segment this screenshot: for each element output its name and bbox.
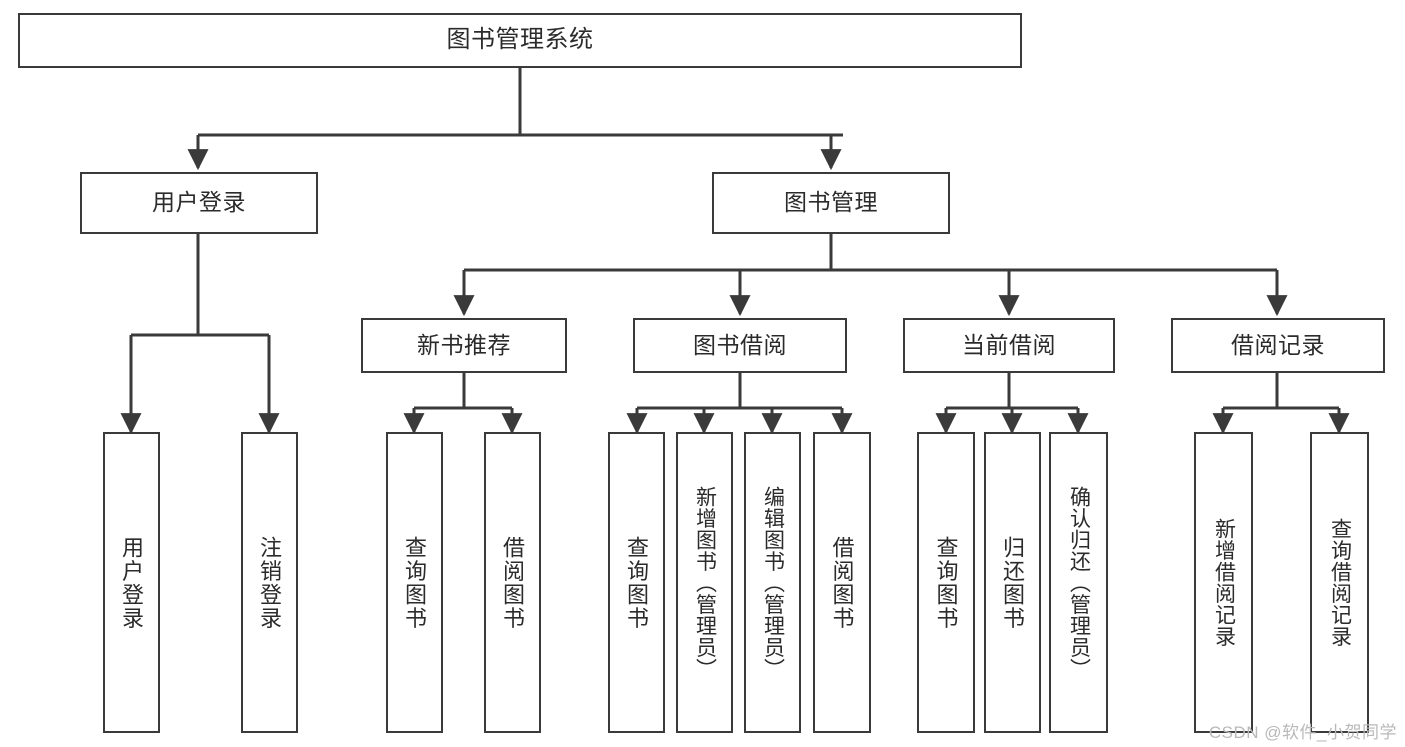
node-label: 新增图书（管理员） xyxy=(693,485,717,680)
node-label: 借阅记录 xyxy=(1231,331,1325,358)
node-label: 新增借阅记录 xyxy=(1212,518,1236,647)
leaf-user-login-login[interactable]: 用户登录 xyxy=(103,432,160,733)
leaf-book-borrow-borrow-book[interactable]: 借阅图书 xyxy=(813,432,871,733)
node-borrow-record[interactable]: 借阅记录 xyxy=(1171,318,1385,373)
node-current-borrow[interactable]: 当前借阅 xyxy=(903,318,1115,373)
node-label: 用户登录 xyxy=(152,189,246,216)
node-label: 注销登录 xyxy=(257,535,283,630)
node-label: 用户登录 xyxy=(119,535,145,630)
node-label: 查询图书 xyxy=(933,535,959,630)
node-label: 借阅图书 xyxy=(829,535,855,630)
csdn-watermark: CSDN @软件_小贺同学 xyxy=(1208,723,1397,742)
node-label: 确认归还（管理员） xyxy=(1067,485,1091,680)
node-new-book-recommend[interactable]: 新书推荐 xyxy=(361,318,567,373)
node-label: 编辑图书（管理员） xyxy=(761,485,785,680)
node-label: 新书推荐 xyxy=(417,331,511,358)
leaf-book-borrow-query-book[interactable]: 查询图书 xyxy=(608,432,665,733)
node-label: 查询借阅记录 xyxy=(1328,518,1352,647)
node-label: 借阅图书 xyxy=(500,535,526,630)
node-label: 图书借阅 xyxy=(693,331,787,358)
node-user-login[interactable]: 用户登录 xyxy=(80,172,318,234)
leaf-current-borrow-query-book[interactable]: 查询图书 xyxy=(917,432,975,733)
node-label: 图书管理系统 xyxy=(446,26,594,54)
leaf-new-book-borrow-book[interactable]: 借阅图书 xyxy=(484,432,541,733)
node-label: 查询图书 xyxy=(402,535,428,630)
node-label: 查询图书 xyxy=(624,535,650,630)
node-label: 当前借阅 xyxy=(962,331,1056,358)
leaf-book-borrow-edit-book-admin[interactable]: 编辑图书（管理员） xyxy=(744,432,801,733)
leaf-current-borrow-return-book[interactable]: 归还图书 xyxy=(984,432,1041,733)
leaf-new-book-query-book[interactable]: 查询图书 xyxy=(386,432,443,733)
leaf-user-login-logout[interactable]: 注销登录 xyxy=(241,432,298,733)
leaf-book-borrow-add-book-admin[interactable]: 新增图书（管理员） xyxy=(676,432,733,733)
node-root-system[interactable]: 图书管理系统 xyxy=(18,13,1022,68)
node-book-management[interactable]: 图书管理 xyxy=(712,172,950,234)
leaf-borrow-record-add-record[interactable]: 新增借阅记录 xyxy=(1194,432,1253,733)
leaf-current-borrow-confirm-return-admin[interactable]: 确认归还（管理员） xyxy=(1049,432,1108,733)
node-label: 归还图书 xyxy=(1000,535,1026,630)
node-book-borrow[interactable]: 图书借阅 xyxy=(633,318,847,373)
node-label: 图书管理 xyxy=(784,189,878,216)
leaf-borrow-record-query-record[interactable]: 查询借阅记录 xyxy=(1310,432,1369,733)
